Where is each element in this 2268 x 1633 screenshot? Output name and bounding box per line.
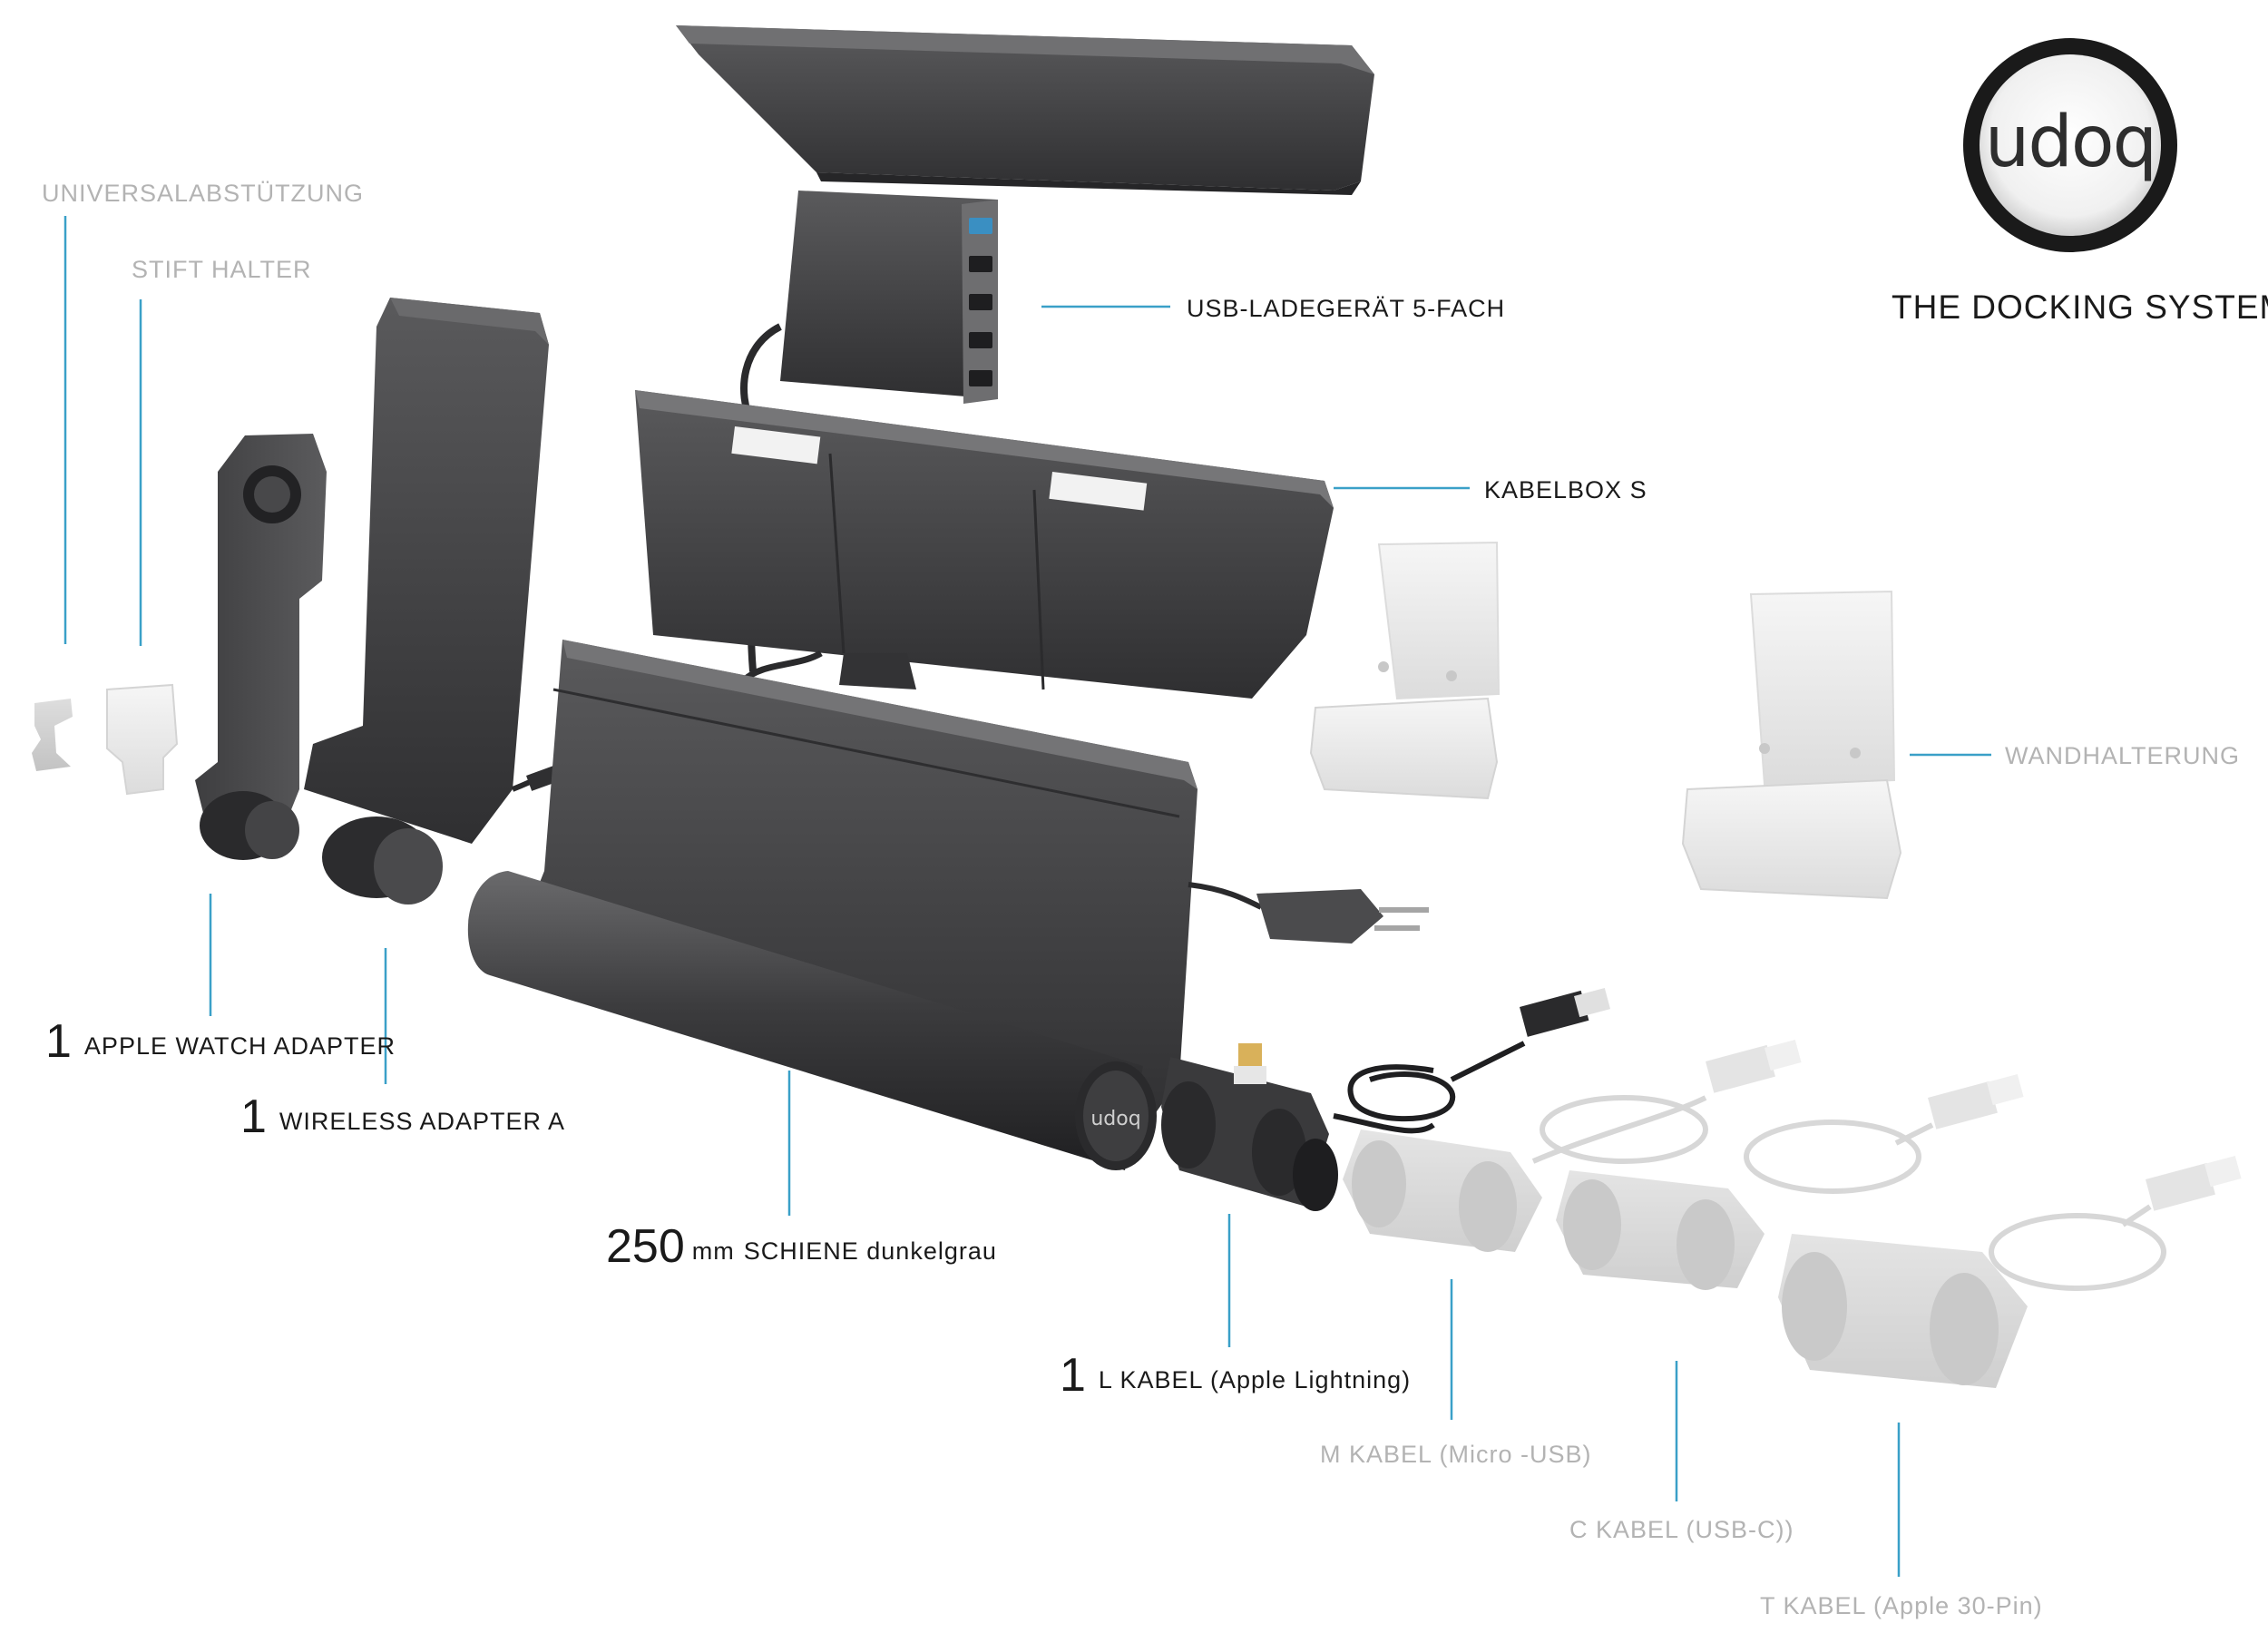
power-plug-icon (1188, 882, 1429, 944)
leader-lines (64, 216, 1991, 1577)
unit: mm (691, 1237, 735, 1265)
quantity: 250 (606, 1220, 685, 1273)
label-wireless-adapter: 1 WIRELESS ADAPTER A (240, 1093, 565, 1140)
wireless-adapter-a (304, 298, 569, 905)
l-kabel-connector (1161, 987, 1611, 1211)
schiene-rail-stand: udoq (467, 640, 1429, 1170)
label-text: WIRELESS ADAPTER A (279, 1108, 566, 1135)
usb-port-icon (969, 218, 992, 386)
label-universalabstuetzung: UNIVERSALABSTÜTZUNG (42, 180, 365, 207)
label-usb-ladegeraet: USB-LADEGERÄT 5-FACH (1187, 295, 1506, 322)
label-m-kabel: M KABEL (Micro -USB) (1320, 1441, 1592, 1468)
svg-text:udoq: udoq (1985, 102, 2156, 183)
apple-watch-adapter (195, 434, 327, 860)
m-kabel-connector (1343, 1039, 1802, 1252)
c-kabel-connector (1556, 1073, 2024, 1290)
kabelbox-s (635, 390, 1334, 699)
wall-mount-bracket-large (1681, 590, 1902, 900)
label-text: SCHIENE dunkelgrau (743, 1237, 997, 1265)
label-kabelbox: KABELBOX S (1484, 476, 1647, 504)
label-wandhalterung: WANDHALTERUNG (2005, 742, 2241, 769)
label-c-kabel: C KABEL (USB-C)) (1569, 1516, 1794, 1543)
label-text: L KABEL (Apple Lightning) (1098, 1366, 1412, 1393)
label-l-kabel: 1 L KABEL (Apple Lightning) (1060, 1352, 1411, 1399)
wall-mount-bracket-small (1309, 541, 1501, 800)
brand-tagline: THE DOCKING SYSTEM (1892, 288, 2268, 326)
cover-lid (676, 25, 1374, 195)
quantity: 1 (1060, 1349, 1086, 1402)
t-kabel-connector (1778, 1155, 2242, 1388)
quantity: 1 (240, 1090, 267, 1143)
universal-support-part (32, 699, 73, 771)
label-apple-watch-adapter: 1 APPLE WATCH ADAPTER (45, 1018, 396, 1065)
quantity: 1 (45, 1015, 72, 1068)
udoq-logo: udoq (1963, 38, 2177, 252)
pen-holder-part (106, 683, 179, 796)
label-stift-halter: STIFT HALTER (132, 256, 312, 283)
label-text: APPLE WATCH ADAPTER (83, 1032, 396, 1060)
svg-text:udoq: udoq (1090, 1108, 1140, 1130)
label-t-kabel: T KABEL (Apple 30-Pin) (1760, 1592, 2043, 1619)
